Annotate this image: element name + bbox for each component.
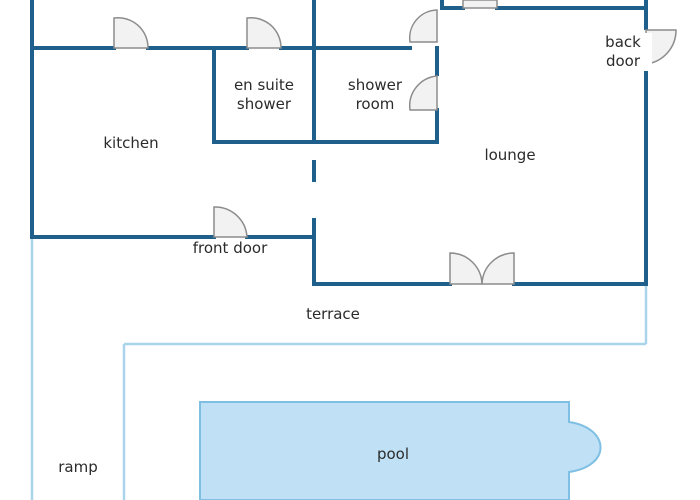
ramp-label: ramp [58,458,98,476]
terrace-label: terrace [306,305,360,323]
pool-shape [199,401,602,500]
walls [30,0,648,286]
shower-room-label: shower room [326,76,424,114]
shower-room-label-line2: room [355,95,395,113]
pool-label: pool [376,445,410,463]
front-door-label: front door [180,239,280,258]
terrace-outline [30,237,648,500]
doors [113,0,677,285]
en-suite-label-line1: en suite [233,76,295,94]
lounge-label: lounge [484,146,536,164]
kitchen-door [113,16,149,49]
en-suite-door [246,16,282,49]
shower-room-label-line1: shower [347,76,403,94]
back-door-label-line1: back [605,33,641,51]
back-door-label: back door [594,33,652,71]
top-right-door [462,0,498,9]
kitchen-label: kitchen [103,134,159,152]
en-suite-label-line2: shower [236,95,292,113]
lounge-double-door-right [481,252,515,285]
lounge-double-door-left [449,252,483,285]
back-door-label-line2: door [605,52,641,70]
top-door [408,9,438,43]
shower-room-door [408,75,438,111]
en-suite-label: en suite shower [216,76,312,114]
front-door-swing [213,206,248,238]
